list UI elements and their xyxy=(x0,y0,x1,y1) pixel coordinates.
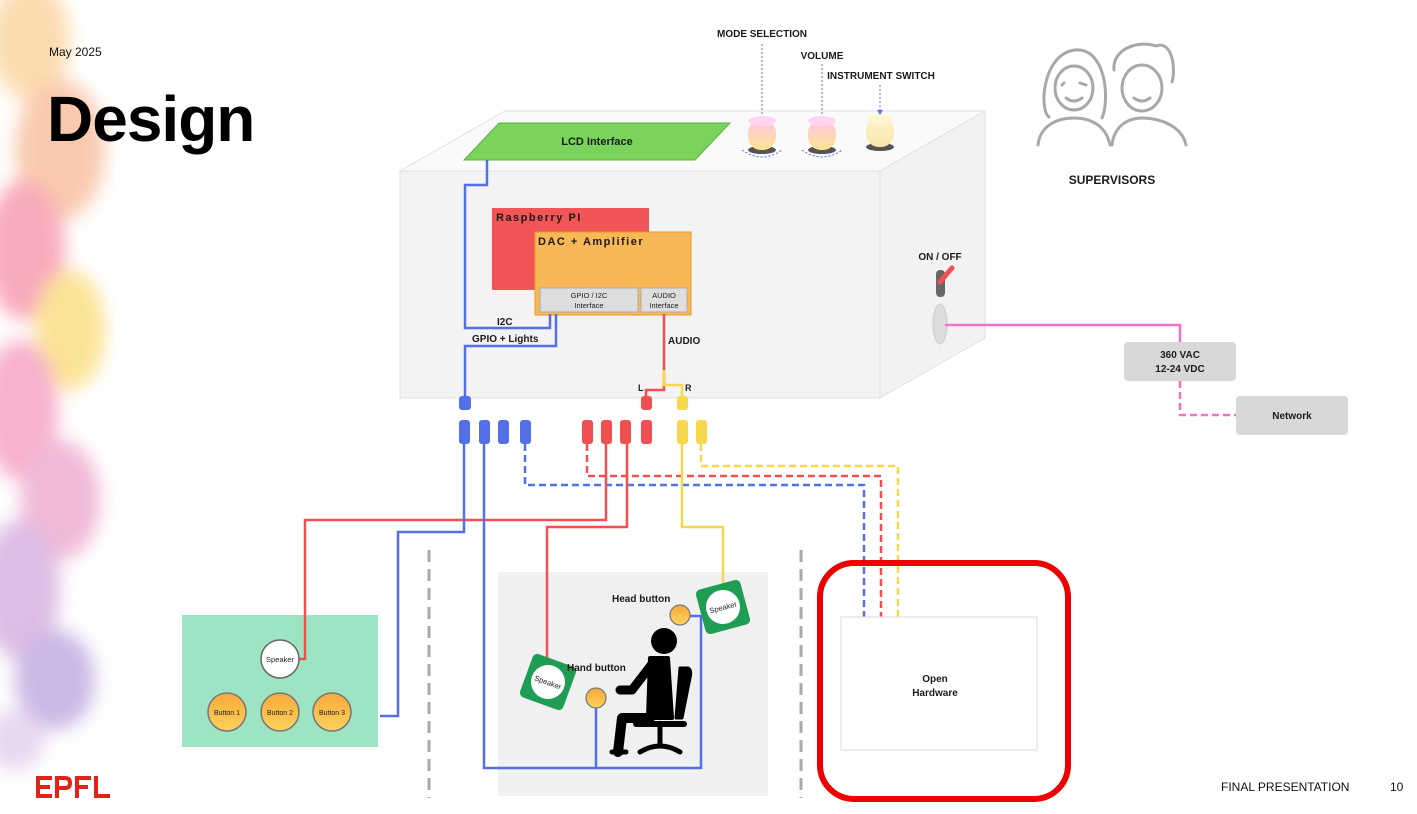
epfl-logo xyxy=(36,776,110,798)
knob-instrument-switch[interactable] xyxy=(866,114,894,151)
power-socket xyxy=(932,303,948,345)
audio-right-wire xyxy=(662,370,684,400)
highlight-outline xyxy=(817,560,1071,802)
panel-speaker-label: Speaker xyxy=(266,655,294,664)
head-button-wire xyxy=(482,444,703,770)
page-number: 10 xyxy=(1390,780,1404,794)
gpio-interface-line2: Interface xyxy=(574,301,603,310)
gpio-output-connector xyxy=(459,396,471,410)
supervisors-icon xyxy=(1036,42,1188,147)
open-hardware-line2: Hardware xyxy=(912,688,958,699)
seated-person-icon xyxy=(609,628,693,757)
network-label: Network xyxy=(1272,411,1312,422)
speaker-b-wire xyxy=(680,444,725,584)
center-speaker-a: Speaker xyxy=(519,653,577,711)
i2c-label: I2C xyxy=(497,317,513,328)
svg-text:Button 3: Button 3 xyxy=(319,710,345,717)
audio-interface xyxy=(640,287,688,313)
hand-button[interactable] xyxy=(585,687,607,709)
svg-text:Button 2: Button 2 xyxy=(267,710,293,717)
audio-interface-line1: AUDIO xyxy=(652,291,676,300)
power-supply-line1: 360 VAC xyxy=(1160,350,1200,361)
gpio-i2c-interface xyxy=(539,287,639,313)
gpio-lights-label: GPIO + Lights xyxy=(472,334,539,345)
gpio-wire xyxy=(463,314,558,400)
panel-button-1[interactable]: Button 1 xyxy=(207,692,247,732)
panel-buttons-wire xyxy=(380,444,466,718)
head-button[interactable] xyxy=(669,604,691,626)
power-supply-line2: 12-24 VDC xyxy=(1155,364,1204,375)
gpio-interface-line1: GPIO / I2C xyxy=(571,291,608,300)
panel-speaker xyxy=(260,639,300,679)
head-button-label: Head button xyxy=(612,594,670,605)
audio-right-label: R xyxy=(685,383,692,393)
open-hw-blue-wire xyxy=(523,444,866,618)
on-off-label: ON / OFF xyxy=(918,252,961,263)
supervisors-label: SUPERVISORS xyxy=(1069,173,1155,187)
panel-button-2[interactable]: Button 2 xyxy=(260,692,300,732)
knob-volume[interactable] xyxy=(801,116,843,158)
slide-date: May 2025 xyxy=(49,45,102,59)
yellow-connectors xyxy=(677,420,707,444)
audio-left-wire xyxy=(644,314,666,400)
power-switch[interactable] xyxy=(936,265,955,297)
knob-mode[interactable] xyxy=(741,116,783,158)
watercolor-decoration xyxy=(0,0,105,770)
speaker-a-wire xyxy=(545,444,629,658)
network-block xyxy=(1236,396,1348,435)
audio-left-connector xyxy=(641,396,652,410)
dac-amplifier-label: DAC + Amplifier xyxy=(538,236,644,248)
svg-text:Button 1: Button 1 xyxy=(214,710,240,717)
panel-button-3[interactable]: Button 3 xyxy=(312,692,352,732)
network-cable xyxy=(1178,381,1238,417)
open-hw-yellow-wire xyxy=(699,444,900,618)
raspberry-pi-label: Raspberry PI xyxy=(496,212,582,224)
red-connectors xyxy=(582,420,652,444)
open-hardware-box xyxy=(840,616,1038,751)
blue-connectors xyxy=(459,420,531,444)
slide-title: Design xyxy=(47,83,255,155)
power-cable xyxy=(945,323,1182,344)
center-speaker-b: Speaker xyxy=(695,579,751,635)
lcd-interface xyxy=(462,122,732,161)
mode-selection-label: MODE SELECTION xyxy=(717,29,807,40)
i2c-wire xyxy=(463,160,552,330)
open-hw-red-wire xyxy=(585,444,883,618)
audio-left-label: L xyxy=(638,383,644,393)
audio-label: AUDIO xyxy=(668,336,700,347)
instrument-switch-label: INSTRUMENT SWITCH xyxy=(827,71,935,82)
footer-label: FINAL PRESENTATION xyxy=(1221,780,1350,794)
audio-interface-line2: Interface xyxy=(649,301,678,310)
hand-button-label: Hand button xyxy=(567,663,626,674)
lcd-label: LCD Interface xyxy=(561,136,633,148)
audio-right-connector xyxy=(677,396,688,410)
volume-label: VOLUME xyxy=(801,51,844,62)
power-supply-block xyxy=(1124,342,1236,381)
open-hardware-line1: Open xyxy=(922,674,948,685)
panel-speaker-wire xyxy=(298,444,608,661)
